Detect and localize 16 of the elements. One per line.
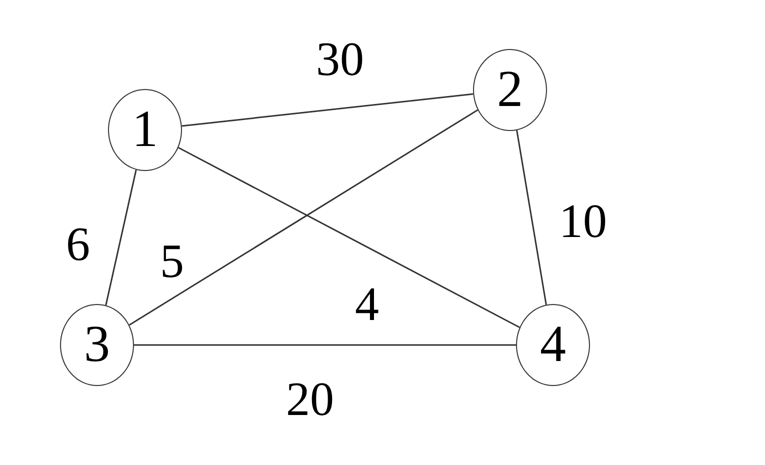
- edge-line: [182, 93, 474, 127]
- node-circle: 2: [473, 49, 547, 131]
- node-circle: 1: [108, 89, 182, 171]
- edge-line: [134, 344, 516, 346]
- node-circle: 4: [516, 304, 590, 386]
- edge-line: [178, 146, 520, 328]
- edge-label: 6: [66, 221, 90, 269]
- edge-line: [128, 109, 478, 326]
- edge-line: [105, 170, 137, 306]
- edge-label: 30: [316, 36, 364, 84]
- edge-label: 4: [355, 281, 379, 329]
- edge-line: [516, 130, 547, 305]
- edge-label: 5: [160, 238, 184, 286]
- edge-label: 10: [559, 198, 607, 246]
- edge-label: 20: [286, 376, 334, 424]
- node-circle: 3: [60, 304, 134, 386]
